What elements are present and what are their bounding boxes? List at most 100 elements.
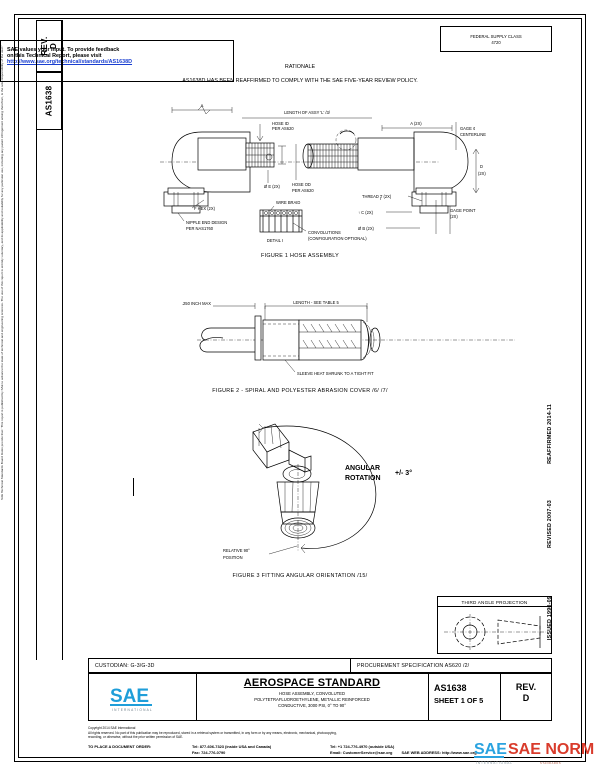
revised-date: REVISED 2007-03 <box>547 500 553 548</box>
custodian-band-divider <box>350 658 351 673</box>
fig1-label-dim-a-left: A <box>201 103 204 108</box>
standard-type-label: AEROSPACE STANDARD <box>243 677 381 689</box>
fig1-label-nipple-1: NIPPLE END DESIGN <box>186 220 227 225</box>
fig1-label-gage-point-1: GAGE POINT <box>450 208 476 213</box>
svg-text:SAE: SAE <box>110 686 149 707</box>
fig1-label-hose-od-1: HOSE OD <box>292 182 311 187</box>
fig1-label-gage-centerline-1: GAGE ¢ <box>460 126 476 131</box>
side-revision-label: REV. <box>39 36 49 56</box>
fig1-label-detail-callout: I <box>380 196 381 201</box>
sheet-number: SHEET 1 OF 5 <box>434 696 484 705</box>
sae-norm-watermark: SAE SAE NORM INTERNATIONAL STANDARDS <box>474 741 594 765</box>
fig1-label-hex-f: F HEX (2X) <box>194 206 216 211</box>
watermark-sae-norm: SAE NORM <box>508 741 594 758</box>
standard-title-line-1: HOSE ASSEMBLY, CONVOLUTED <box>279 691 345 696</box>
custodian-text: CUSTODIAN: G-3/G-3D <box>95 663 155 669</box>
fig1-label-dim-d-1: D <box>480 164 483 169</box>
fig3-label-angular-1: ANGULAR <box>345 465 380 472</box>
left-divider-rule-2 <box>36 130 37 660</box>
custodian-band: CUSTODIAN: G-3/G-3D PROCUREMENT SPECIFIC… <box>88 658 552 673</box>
order-fax: Fax: 724-776-0790 <box>192 749 226 755</box>
figure2-caption: FIGURE 2 - SPIRAL AND POLYESTER ABRASION… <box>212 388 388 394</box>
title-block-divider-3 <box>500 673 501 721</box>
outer-border <box>14 14 586 762</box>
fig1-label-nipple-2: PER NAS1760 <box>186 226 214 231</box>
revision-label: REV. <box>515 682 537 692</box>
revision-block: REV. D <box>500 682 552 705</box>
side-document-number-box: AS1638 <box>36 72 62 130</box>
fsc-value: 4720 <box>491 39 501 45</box>
inner-border <box>18 18 582 758</box>
fig1-label-dim-c: ↑ C (2X) <box>358 210 374 215</box>
order-email[interactable]: Email: CustomerService@sae.org <box>330 749 393 755</box>
rights-line-2: recording, or otherwise, without the pri… <box>88 735 184 740</box>
title-block-divider-1 <box>196 673 197 721</box>
fig1-label-thread-t: THREAD T (2X) <box>362 194 392 199</box>
change-bar <box>133 478 135 496</box>
figure1-drawing: A LENGTH OF ASSY 'L' /3/ A (2X) GAGE ¢ C… <box>160 103 486 243</box>
standard-title: HOSE ASSEMBLY, CONVOLUTED POLYTETRAFLUOR… <box>198 691 426 709</box>
copyright-line: Copyright 2014 SAE International <box>88 726 136 730</box>
rights-line-1: All rights reserved. No part of this pub… <box>88 730 337 735</box>
fig1-label-convolutions-1: CONVOLUTIONS <box>308 230 341 235</box>
rationale-body: AS1638D HAS BEEN REAFFIRMED TO COMPLY WI… <box>182 78 418 84</box>
sae-logo: SAE INTERNATIONAL <box>110 686 153 712</box>
side-document-number: AS1638 <box>44 85 54 117</box>
watermark-subtitle-2: STANDARDS <box>540 761 561 765</box>
figure3-caption: FIGURE 3 FITTING ANGULAR ORIENTATION /15… <box>232 573 368 579</box>
legal-disclaimer-text: SAE Technical Standards Board Rules prov… <box>0 45 4 500</box>
document-number: AS1638 <box>434 683 467 693</box>
standard-title-line-3: CONDUCTIVE, 3000 PSI, 0° TO 90° <box>278 703 346 709</box>
fig1-label-hose-id-1: HOSE ID <box>272 121 289 126</box>
fig1-label-hose-id-2: PER AS620 <box>272 126 294 131</box>
fig2-label-length: LENGTH - SEE TABLE 5 <box>293 300 339 305</box>
feedback-box: SAE values your input. To provide feedba… <box>0 40 234 82</box>
fsc-label: FEDERAL SUPPLY CLASS <box>470 34 522 39</box>
fig1-label-wire-braid: WIRE BRAID <box>276 200 300 205</box>
fig2-label-sleeve: SLEEVE HEAT SHRUNK TO A TIGHT FIT <box>297 371 374 376</box>
figure2-drawing: .250 INCH MAX LENGTH - SEE TABLE 5 SLEEV… <box>182 300 515 376</box>
fig1-label-dim-b: Ø B (2X) <box>358 226 375 231</box>
feedback-line-1: SAE values your input. To provide feedba… <box>7 47 120 53</box>
fig1-label-dim-d-2: (2X) <box>478 171 486 176</box>
rationale-heading: RATIONALE <box>284 64 316 70</box>
fig1-label-hose-od-2: PER AS620 <box>292 188 314 193</box>
left-divider-rule <box>62 20 63 660</box>
web-url[interactable]: http://www.sae.org <box>442 749 477 755</box>
reaffirmed-date: REAFFIRMED 2014-11 <box>547 404 553 464</box>
sae-logo-subtitle: INTERNATIONAL <box>112 708 153 712</box>
third-angle-projection-label: THIRD ANGLE PROJECTION <box>461 600 528 605</box>
order-tel-intl: Tel: +1 724-776-4970 (outside USA) <box>330 744 395 749</box>
order-label: TO PLACE A DOCUMENT ORDER: <box>88 744 152 749</box>
title-block <box>88 673 552 721</box>
third-angle-divider <box>437 606 552 607</box>
fig3-label-tolerance: +/- 3° <box>395 469 412 477</box>
web-label: SAE WEB ADDRESS: <box>401 749 441 755</box>
standard-title-line-2: POLYTETRAFLUOROETHYLENE, METALLIC REINFO… <box>254 697 370 703</box>
figure3-drawing: ANGULAR ROTATION +/- 3° RELATIVE 90° POS… <box>223 423 412 560</box>
fig1-label-dim-e: Ø E (2X) <box>264 184 281 189</box>
fig1-label-gage-centerline-2: CENTERLINE <box>460 132 486 137</box>
watermark-subtitle: INTERNATIONAL <box>476 761 513 765</box>
figure1-caption: FIGURE 1 HOSE ASSEMBLY <box>260 253 340 259</box>
feedback-line-2: on this Technical Report, please visit <box>7 53 102 59</box>
fig3-label-angular-2: ROTATION <box>345 475 381 482</box>
fig1-label-gage-point-2: (2X) <box>450 214 458 219</box>
legal-disclaimer: SAE Technical Standards Board Rules prov… <box>0 0 40 500</box>
revision-value: D <box>522 693 530 704</box>
third-angle-symbol <box>444 614 546 650</box>
fig3-label-relative-1: RELATIVE 90° <box>223 548 250 553</box>
footer-order-info: TO PLACE A DOCUMENT ORDER: Tel: 877-606-… <box>88 744 518 756</box>
fig1-label-length-assy: LENGTH OF ASSY 'L' /3/ <box>284 110 331 115</box>
side-revision-box: REV.D <box>36 20 62 72</box>
third-angle-projection-box: THIRD ANGLE PROJECTION <box>437 596 552 654</box>
fig1-label-detail-i: DETAIL I <box>267 238 283 243</box>
feedback-link[interactable]: http://www.sae.org/technical/standards/A… <box>7 59 133 65</box>
watermark-sae: SAE <box>474 741 507 758</box>
fig3-label-relative-2: POSITION <box>223 555 243 560</box>
fig1-label-dim-a-2x: A (2X) <box>410 121 422 126</box>
side-revision-value: D <box>49 42 58 50</box>
title-block-divider-2 <box>428 673 429 721</box>
